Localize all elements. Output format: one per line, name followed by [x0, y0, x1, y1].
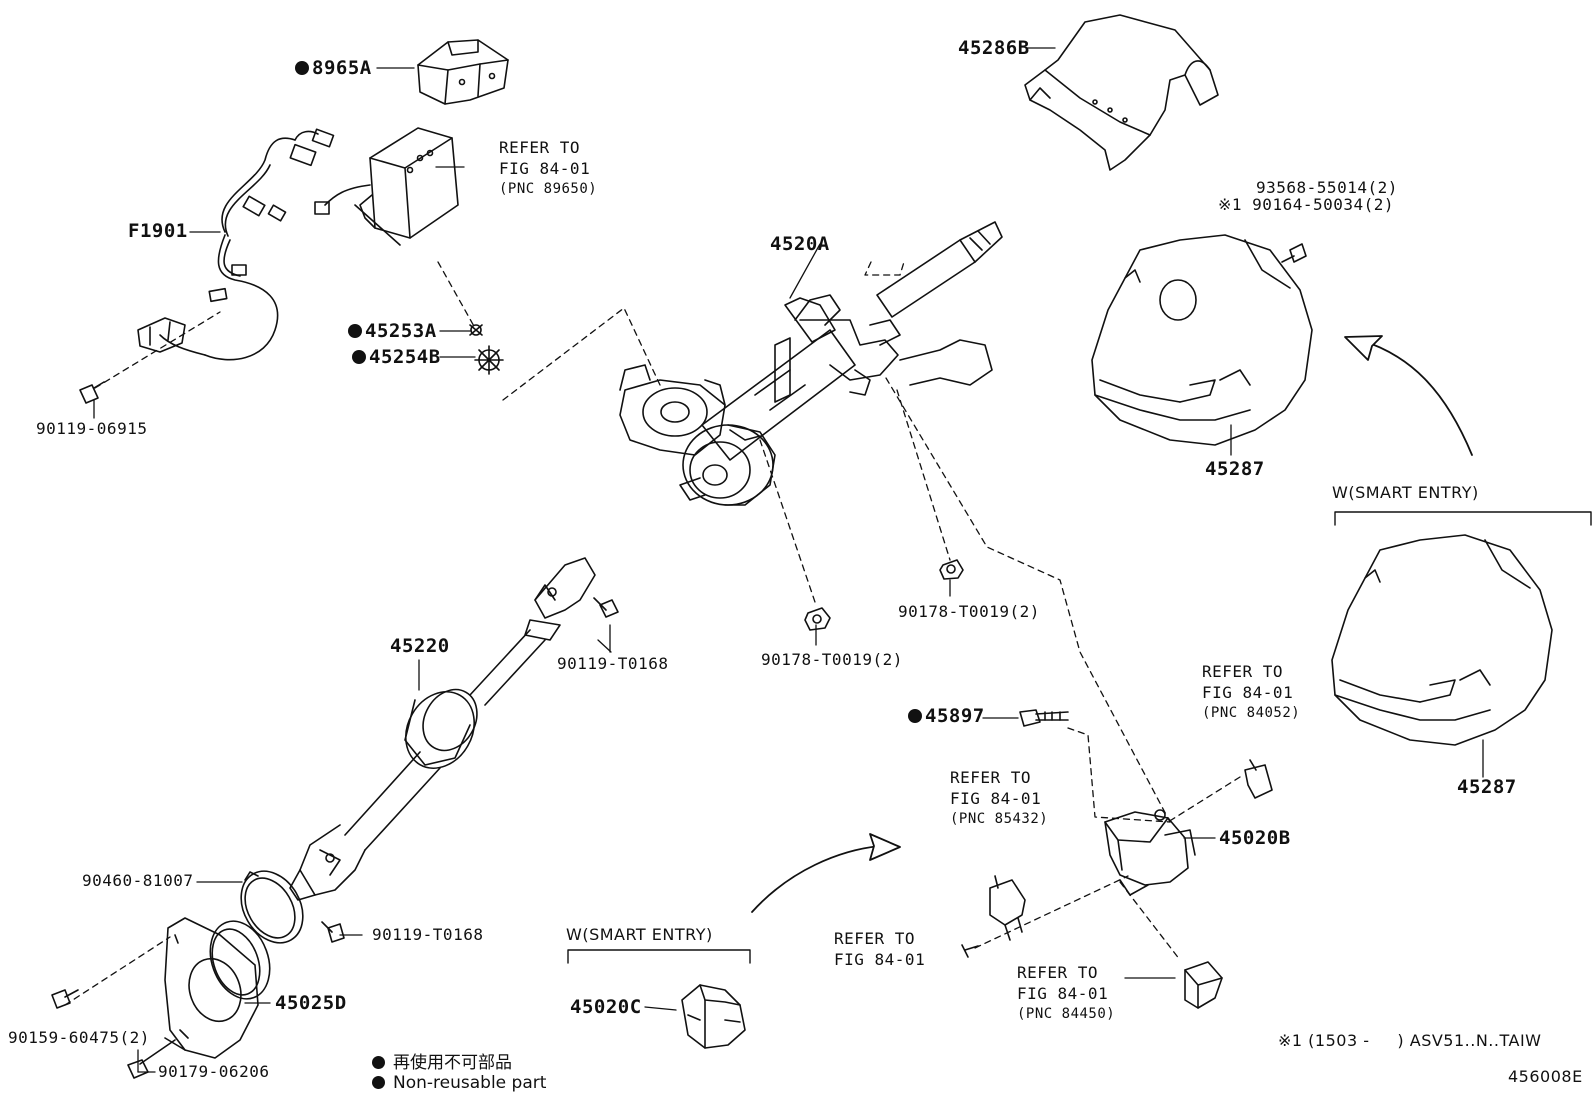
ref-line-3: (PNC 85432)	[950, 811, 1049, 827]
legend-en: Non-reusable part	[372, 1073, 546, 1093]
label-8965a: 8965A	[295, 59, 372, 78]
legend-dot	[372, 1056, 385, 1069]
bolt-90164-50034	[1281, 243, 1307, 263]
legend-dot	[372, 1076, 385, 1089]
label-45025d: 45025D	[275, 992, 347, 1014]
nut-90178-left	[804, 607, 831, 631]
ref-pnc-84052: REFER TO FIG 84-01 (PNC 84052)	[1202, 661, 1300, 724]
label-smart-entry-bottom: W(SMART ENTRY)	[566, 925, 713, 944]
label-45253a: 45253A	[348, 322, 437, 341]
ref-line-1: REFER TO	[1202, 662, 1284, 681]
ref-line-2: FIG 84-01	[1202, 683, 1294, 702]
label-90159-60475: 90159-60475(2)	[8, 1028, 150, 1047]
ref-pnc-89650: REFER TO FIG 84-01 (PNC 89650)	[499, 137, 597, 200]
label-90179-06206: 90179-06206	[158, 1062, 270, 1081]
label-93568-55014: 93568-55014(2)	[1256, 178, 1398, 197]
footnote-applicability: ※1 (1503 - ) ASV51..N..TAIW	[1278, 1031, 1542, 1050]
ref-pnc-85432: REFER TO FIG 84-01 (PNC 85432)	[950, 767, 1048, 830]
label-smart-entry-right: W(SMART ENTRY)	[1332, 483, 1479, 502]
leader-lines	[93, 47, 1484, 1073]
part-45287-lower-cover-upper	[1091, 234, 1313, 446]
part-45286b-upper-cover	[1024, 14, 1219, 171]
label-90119-t0168-lower: 90119-T0168	[372, 925, 484, 944]
bolt-90159-60475	[51, 989, 79, 1009]
part-45897-drawing	[1019, 709, 1069, 727]
screw-84-01	[961, 944, 979, 958]
ref-line-1: REFER TO	[499, 138, 581, 157]
nut-90178-right	[939, 559, 964, 580]
legend-jp: 再使用不可部品	[372, 1048, 512, 1073]
ref-line-2: FIG 84-01	[834, 950, 926, 969]
ref-fig-84-01: REFER TO FIG 84-01	[834, 928, 925, 970]
ref-line-1: REFER TO	[834, 929, 916, 948]
label-45286b: 45286B	[958, 37, 1030, 59]
non-reusable-dot	[908, 709, 922, 723]
part-45020c-lock-housing	[681, 984, 746, 1049]
label-4520a: 4520A	[770, 233, 830, 255]
label-45287-smart-entry: 45287	[1457, 776, 1517, 798]
part-45287-lower-cover-smart-entry	[1331, 534, 1553, 746]
ref-line-2: FIG 84-01	[950, 789, 1042, 808]
part-4520a-steering-column	[619, 221, 1003, 506]
part-45220-intermediate-shaft	[289, 557, 596, 901]
ref-line-3: (PNC 89650)	[499, 181, 598, 197]
part-84052-switch	[1244, 759, 1273, 799]
ref-line-1: REFER TO	[1017, 963, 1099, 982]
label-45287-upper: 45287	[1205, 458, 1265, 480]
label-45020c: 45020C	[570, 996, 642, 1018]
label-90164-50034: ※1 90164-50034(2)	[1218, 195, 1395, 214]
group-brackets	[567, 511, 1592, 964]
part-45253a-drawing	[469, 324, 483, 336]
label-45020b: 45020B	[1219, 827, 1291, 849]
ref-line-3: (PNC 84052)	[1202, 705, 1301, 721]
ref-line-2: FIG 84-01	[499, 159, 591, 178]
bolt-90179-06206	[127, 1039, 176, 1079]
part-45025d-hole-cover	[164, 917, 271, 1059]
label-45897: 45897	[908, 707, 985, 726]
part-f1901-harness	[137, 128, 335, 361]
bolt-90119-t0168-upper	[593, 597, 619, 618]
label-f1901: F1901	[128, 220, 188, 242]
label-90178-t0019-right: 90178-T0019(2)	[898, 602, 1040, 621]
bolt-90119-t0168-lower	[321, 921, 345, 943]
part-45254b-drawing	[474, 345, 504, 375]
ref-line-2: FIG 84-01	[1017, 984, 1109, 1003]
bolt-90119-06915	[79, 381, 105, 404]
figure-id: 456008E	[1508, 1067, 1583, 1086]
ref-line-3: (PNC 84450)	[1017, 1006, 1116, 1022]
part-85432-switch	[989, 875, 1026, 941]
ref-line-1: REFER TO	[950, 768, 1032, 787]
part-45020b-lock-housing	[1104, 809, 1196, 896]
part-8965a-drawing	[417, 39, 509, 105]
non-reusable-dot	[348, 324, 362, 338]
label-90460-81007: 90460-81007	[82, 871, 194, 890]
non-reusable-dot	[352, 350, 366, 364]
curved-arrow-right	[1344, 335, 1473, 456]
label-90119-t0168-upper: 90119-T0168	[557, 654, 669, 673]
part-89650-module	[314, 127, 459, 246]
ref-pnc-84450: REFER TO FIG 84-01 (PNC 84450)	[1017, 962, 1115, 1025]
part-84450-sensor	[1184, 961, 1223, 1009]
part-90460-clamp-ring	[240, 870, 304, 944]
label-45254b: 45254B	[352, 348, 441, 367]
label-45220: 45220	[390, 635, 450, 657]
dashed-alignment-lines	[64, 261, 1241, 1006]
non-reusable-dot	[295, 61, 309, 75]
label-90119-06915: 90119-06915	[36, 419, 148, 438]
curved-arrow-bottom	[751, 833, 901, 913]
label-90178-t0019-left: 90178-T0019(2)	[761, 650, 903, 669]
